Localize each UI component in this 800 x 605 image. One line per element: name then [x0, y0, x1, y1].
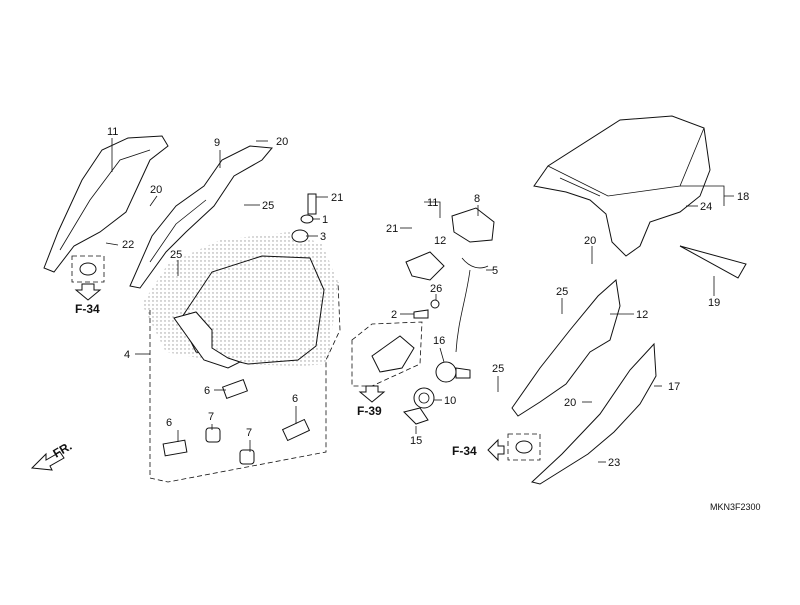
callout-20-left: 20 [150, 184, 162, 196]
callout-3: 3 [320, 231, 326, 243]
part-14-bracket [405, 251, 445, 281]
part-9-cowl-stay [129, 145, 273, 289]
callout-6-upper: 6 [204, 385, 210, 397]
ref-f39: F-39 [357, 404, 382, 418]
f39-arrow [358, 385, 386, 403]
callout-25-seat: 25 [170, 249, 182, 261]
part-17-tail-cover [530, 342, 657, 485]
callout-21: 21 [331, 192, 343, 204]
callout-14: 12 [434, 235, 446, 247]
leader-lines [105, 138, 734, 463]
part-8-latch [451, 207, 495, 243]
part-12-side-cover [511, 279, 621, 417]
callout-23-left: 22 [122, 239, 134, 251]
part-26-screw [430, 299, 440, 309]
part-7-rubber-left [205, 427, 221, 443]
part-18-rear-seat [533, 115, 711, 257]
part-13-side-cover [43, 135, 169, 273]
callout-20-right: 20 [584, 235, 596, 247]
callout-26: 26 [430, 283, 442, 295]
callout-12: 12 [636, 309, 648, 321]
part-5-cable [455, 257, 489, 353]
callout-16: 16 [433, 335, 445, 347]
callout-11: 11 [427, 197, 438, 209]
callout-25-upper: 25 [262, 200, 274, 212]
callout-25-mid: 25 [492, 363, 504, 375]
callout-20-bottom: 20 [564, 397, 576, 409]
part-2-clip [413, 309, 429, 319]
part-10-cap [413, 387, 435, 409]
callout-19: 19 [708, 297, 720, 309]
callout-25-right: 25 [556, 286, 568, 298]
callout-24: 24 [700, 201, 712, 213]
ref-f34-left: F-34 [75, 302, 100, 316]
f34-box-right [487, 433, 541, 462]
front-direction-arrow [30, 451, 65, 471]
callout-5: 5 [492, 265, 498, 277]
callout-17: 17 [668, 381, 680, 393]
part-3-damper [291, 229, 309, 243]
part-4-seat [142, 232, 341, 483]
part-15-clip [403, 407, 429, 425]
f39-inset [351, 321, 423, 387]
diagram-code: MKN3F2300 [710, 502, 761, 512]
callout-13: 11 [107, 126, 118, 138]
callout-18: 18 [737, 191, 749, 203]
callout-15: 15 [410, 435, 422, 447]
part-7-rubber-right [239, 449, 255, 465]
callout-6-right: 6 [292, 393, 298, 405]
part-19-strap [679, 245, 747, 279]
callout-6-left: 6 [166, 417, 172, 429]
callout-4: 4 [124, 349, 130, 361]
callout-20-top: 20 [276, 136, 288, 148]
part-1-grommet [300, 214, 314, 224]
callout-22: 21 [386, 223, 398, 235]
callout-7-right: 7 [246, 427, 252, 439]
part-6-bracket-right [281, 418, 311, 442]
callout-10: 10 [444, 395, 456, 407]
ref-f34-right: F-34 [452, 444, 477, 458]
part-6-bracket-left [162, 439, 188, 457]
callout-7-left: 7 [208, 411, 214, 423]
callout-23-right: 23 [608, 457, 620, 469]
callout-8: 8 [474, 193, 480, 205]
part-6-bracket-upper [221, 378, 249, 400]
callout-1: 1 [322, 214, 328, 226]
part-21-bolt [307, 193, 317, 215]
f34-box-left [71, 255, 105, 301]
callout-2: 2 [391, 309, 397, 321]
part-16-lock [435, 361, 471, 383]
callout-9: 9 [214, 137, 220, 149]
